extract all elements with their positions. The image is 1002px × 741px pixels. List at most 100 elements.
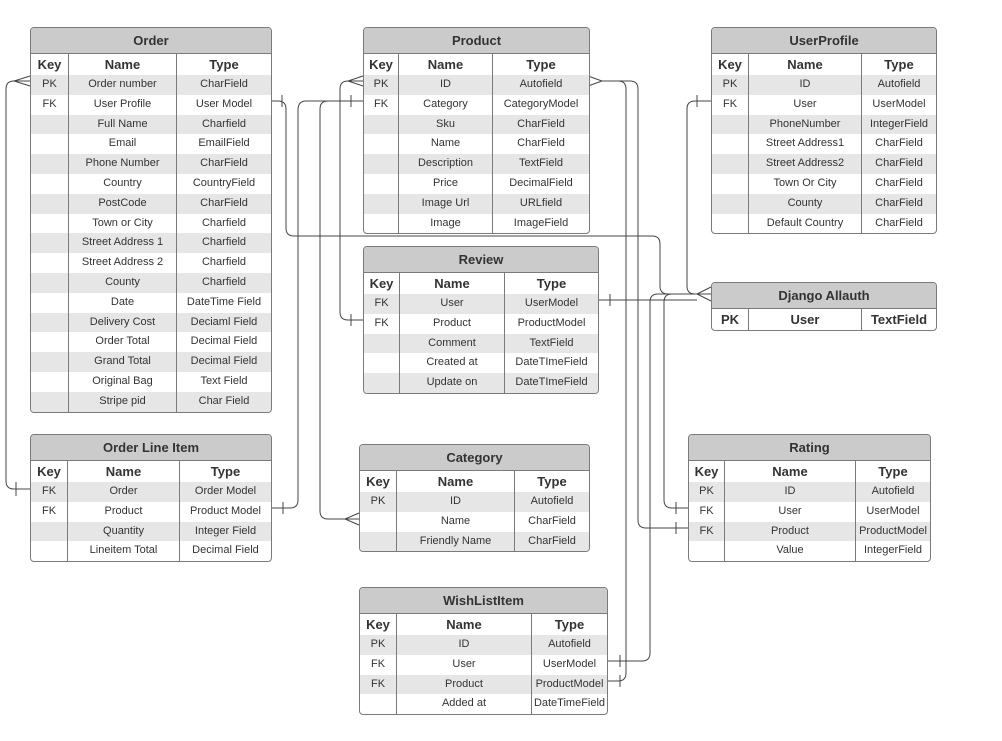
field-name: Product: [397, 674, 532, 695]
field-key: [31, 352, 69, 372]
entity-title: Order: [31, 28, 271, 54]
header-type: Type: [210, 464, 241, 479]
field-key: [712, 173, 749, 194]
field-key: FK: [689, 521, 725, 542]
field-name: Friendly Name: [397, 531, 515, 552]
field-type: CharField: [200, 78, 248, 90]
field-type: CharField: [528, 514, 576, 527]
field-key: [364, 353, 400, 374]
entity-title: Review: [364, 247, 598, 273]
field-key: [360, 531, 397, 552]
header-name: Name: [397, 471, 515, 492]
field-name: Comment: [400, 333, 505, 354]
field-key: PK: [364, 75, 399, 95]
connector-userprofile-allauth: [686, 100, 711, 295]
field-type: ProductModel: [535, 677, 604, 690]
field-type: User Model: [195, 97, 253, 110]
field-key: [31, 134, 69, 155]
field-key: [31, 253, 69, 273]
field-type: IntegerField: [869, 117, 929, 130]
header-key: Key: [364, 273, 400, 294]
field-key: FK: [31, 94, 69, 115]
field-key: [364, 173, 399, 194]
header-type: Type: [537, 474, 567, 489]
field-type: Charfield: [201, 117, 247, 130]
field-name: Stripe pid: [69, 391, 177, 412]
field-key: [31, 521, 68, 542]
field-type: Char Field: [198, 394, 250, 407]
field-name: County: [69, 272, 177, 293]
field-name: User: [400, 294, 505, 314]
header-key: Key: [31, 461, 68, 482]
field-name: Phone Number: [69, 154, 177, 174]
field-key: [712, 193, 749, 214]
field-name: PhoneNumber: [749, 114, 862, 135]
field-type: DateTime Field: [186, 295, 262, 308]
header-name: Name: [68, 461, 180, 482]
connector-order-orderline: [5, 80, 30, 490]
field-name: Product: [725, 521, 856, 542]
field-type: CharField: [517, 137, 565, 150]
field-name: Name: [397, 511, 515, 532]
field-type: ProductModel: [859, 524, 927, 537]
field-key: PK: [31, 75, 69, 95]
field-name: Description: [399, 154, 493, 174]
field-key: FK: [31, 482, 68, 502]
field-type: Autofield: [877, 78, 921, 90]
field-type: TextField: [518, 157, 564, 170]
field-name: Price: [399, 173, 493, 194]
header-type: Type: [526, 57, 556, 72]
field-key: [31, 193, 69, 214]
field-name: Product: [68, 501, 180, 522]
field-name: ID: [725, 482, 856, 502]
crowfoot-allauth: [695, 286, 712, 302]
field-key: [31, 173, 69, 194]
field-key: [364, 134, 399, 155]
field-type: CategoryModel: [503, 97, 579, 110]
field-name: ID: [749, 75, 862, 95]
field-type: CharField: [200, 196, 248, 209]
header-name: Name: [397, 614, 532, 635]
field-key: FK: [364, 94, 399, 115]
field-name: ID: [397, 635, 532, 655]
field-type: DateTimeField: [533, 697, 606, 710]
field-name: Full Name: [69, 114, 177, 135]
field-type: ImageField: [513, 216, 569, 229]
crowfoot-product-pk-right: [587, 75, 604, 87]
field-name: Town Or City: [749, 173, 862, 194]
field-name: Image Url: [399, 193, 493, 214]
entity-title: Rating: [689, 435, 930, 461]
field-name: County: [749, 193, 862, 214]
field-name: Update on: [400, 373, 505, 393]
crowfoot-product-pk-left: [346, 75, 364, 87]
field-type: ProductModel: [517, 316, 586, 329]
field-name: Delivery Cost: [69, 312, 177, 333]
field-name: User: [749, 94, 862, 115]
header-key: Key: [364, 54, 399, 75]
